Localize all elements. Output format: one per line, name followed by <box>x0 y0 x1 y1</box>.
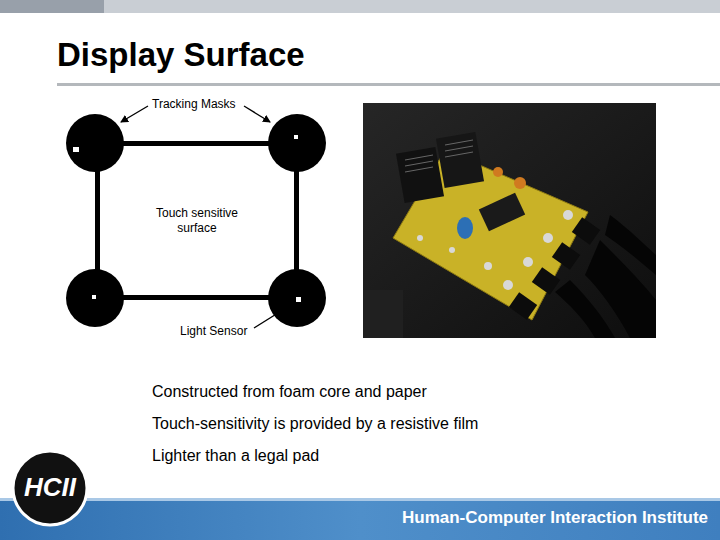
logo-text: HCII <box>13 472 87 503</box>
institute-name: Human-Computer Interaction Institute <box>402 508 708 528</box>
title-rule <box>57 83 720 86</box>
leader-arrow <box>121 106 148 122</box>
circuit-photo <box>363 103 656 338</box>
leader-arrow <box>254 303 294 328</box>
bullet-text: Constructed from foam core and paper <box>152 383 427 401</box>
logo-disc <box>13 451 87 525</box>
top-band <box>0 0 720 13</box>
sensor-dot <box>73 147 79 152</box>
surface-label: Touch sensitive surface <box>149 206 245 236</box>
top-band-accent <box>0 0 104 13</box>
callout-label: Light Sensor <box>180 324 247 338</box>
footer-bar <box>0 498 720 540</box>
bullet-text: Lighter than a legal pad <box>152 447 319 465</box>
touch-surface-box: Touch sensitive surface <box>95 141 299 300</box>
slide-title: Display Surface <box>57 36 305 74</box>
sensor-dot <box>294 135 298 139</box>
footer-stripe <box>0 498 720 501</box>
leader-arrow <box>244 106 270 122</box>
callout-label: Tracking Masks <box>152 97 236 111</box>
bullet-text: Touch-sensitivity is provided by a resis… <box>152 415 478 433</box>
